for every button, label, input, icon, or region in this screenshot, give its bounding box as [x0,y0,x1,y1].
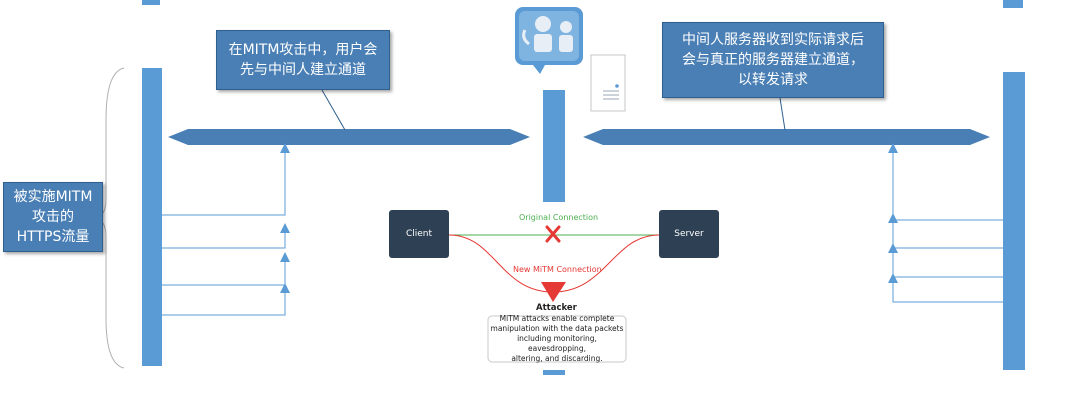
original-connection-label: Original Connection [519,213,599,222]
x-mark-icon [545,225,561,243]
left-connectors [162,143,290,316]
left-callout-pointer [321,89,346,131]
attacker-note: MiTM attacks enable complete manipulatio… [490,314,624,363]
center-vertical-bar-bottom [543,370,565,375]
attacker-label: Attacker [536,303,577,313]
left-top-callout: 在MITM攻击中，用户会 先与中间人建立通道 [216,30,390,90]
attacker-triangle-icon [541,282,566,302]
attacker-note-box [487,315,627,363]
chat-agent-icon [515,7,583,74]
left-horizontal-arrow [168,129,530,145]
right-connectors [888,143,1003,303]
right-vertical-bar [1003,72,1025,370]
right-horizontal-arrow [583,129,990,145]
server-node [659,210,719,258]
right-top-callout: 中间人服务器收到实际请求后 会与真正的服务器建立通道， 以转发请求 [662,22,884,98]
left-vertical-bar-top [142,0,160,5]
right-callout-pointer [779,97,786,131]
center-vertical-bar [543,90,565,202]
client-label: Client [405,229,433,239]
right-vertical-bar-top [1003,0,1023,8]
left-vertical-bar [142,68,162,366]
left-side-callout: 被实施MITM 攻击的 HTTPS流量 [3,182,103,252]
document-icon [590,54,626,112]
server-label: Server [674,229,704,239]
new-mitm-connection-label: New MiTM Connection [513,265,602,274]
client-node [389,210,449,258]
